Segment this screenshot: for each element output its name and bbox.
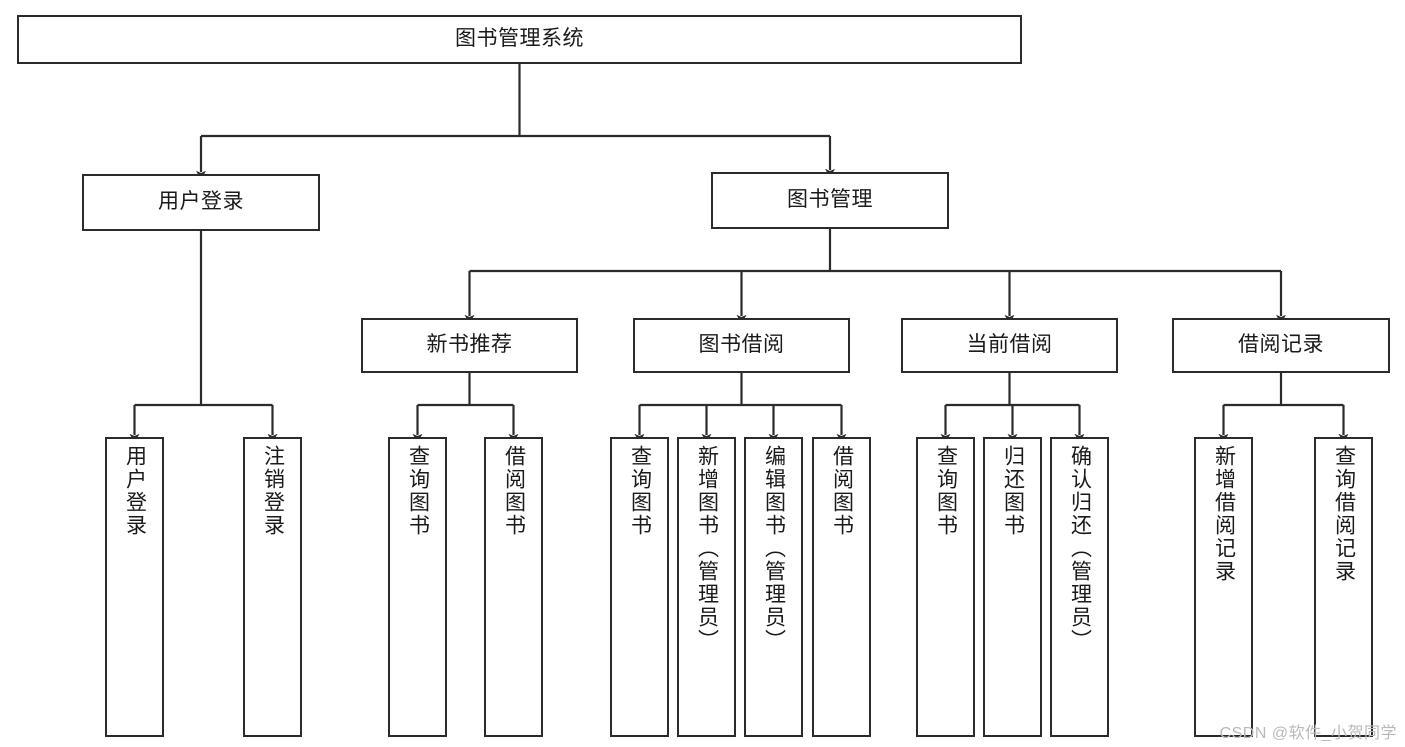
node-new_book_rec[interactable]: 新书推荐 <box>361 318 578 373</box>
node-user_login[interactable]: 用户登录 <box>82 174 320 231</box>
edge-group <box>129 64 1349 443</box>
node-label-root: 图书管理系统 <box>455 27 584 51</box>
node-label-current_borrow: 当前借阅 <box>966 333 1053 357</box>
node-root[interactable]: 图书管理系统 <box>17 15 1022 64</box>
node-borrow_record[interactable]: 借阅记录 <box>1172 318 1390 373</box>
node-leaf_query_rec[interactable]: 查询借阅记录 <box>1314 437 1373 737</box>
node-leaf_login[interactable]: 用户登录 <box>105 437 164 737</box>
node-label-leaf_confirm: 确认归还（管理员） <box>1068 445 1092 652</box>
node-leaf_edit_book[interactable]: 编辑图书（管理员） <box>744 437 803 737</box>
node-label-leaf_edit_book: 编辑图书（管理员） <box>762 445 786 652</box>
node-label-book_manage: 图书管理 <box>787 188 873 212</box>
node-label-leaf_login: 用户登录 <box>123 445 147 537</box>
node-label-borrow_record: 借阅记录 <box>1238 333 1324 357</box>
node-book_manage[interactable]: 图书管理 <box>711 172 949 229</box>
node-label-leaf_add_rec: 新增借阅记录 <box>1212 445 1236 583</box>
node-leaf_add_rec[interactable]: 新增借阅记录 <box>1194 437 1253 737</box>
node-label-book_borrow: 图书借阅 <box>698 333 785 357</box>
node-label-leaf_borrow1: 借阅图书 <box>502 445 526 537</box>
node-label-leaf_query1: 查询图书 <box>406 445 430 537</box>
node-leaf_confirm[interactable]: 确认归还（管理员） <box>1050 437 1109 737</box>
node-leaf_borrow2[interactable]: 借阅图书 <box>812 437 871 737</box>
node-label-leaf_return: 归还图书 <box>1001 445 1025 537</box>
node-leaf_borrow1[interactable]: 借阅图书 <box>484 437 543 737</box>
node-leaf_return[interactable]: 归还图书 <box>983 437 1042 737</box>
node-current_borrow[interactable]: 当前借阅 <box>901 318 1118 373</box>
node-label-leaf_add_book: 新增图书（管理员） <box>695 445 719 652</box>
node-leaf_logout[interactable]: 注销登录 <box>243 437 302 737</box>
node-label-leaf_query2: 查询图书 <box>628 445 652 537</box>
node-label-new_book_rec: 新书推荐 <box>426 333 513 357</box>
node-book_borrow[interactable]: 图书借阅 <box>633 318 850 373</box>
node-label-leaf_borrow2: 借阅图书 <box>830 445 854 537</box>
node-label-leaf_query_rec: 查询借阅记录 <box>1332 445 1356 583</box>
node-leaf_query2[interactable]: 查询图书 <box>610 437 669 737</box>
node-label-leaf_logout: 注销登录 <box>261 445 285 537</box>
node-leaf_query3[interactable]: 查询图书 <box>916 437 975 737</box>
node-leaf_add_book[interactable]: 新增图书（管理员） <box>677 437 736 737</box>
node-label-user_login: 用户登录 <box>158 190 244 214</box>
node-label-leaf_query3: 查询图书 <box>934 445 958 537</box>
node-leaf_query1[interactable]: 查询图书 <box>388 437 447 737</box>
